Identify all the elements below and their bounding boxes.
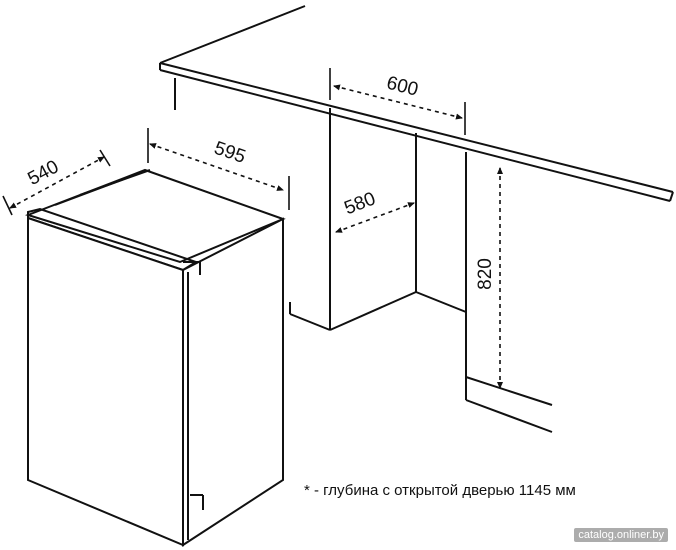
dimension-lines (9, 84, 503, 389)
extension-lines (2, 68, 466, 216)
dim-label-niche-width: 600 (384, 73, 420, 101)
dim-line-width (9, 156, 105, 209)
watermark: catalog.onliner.by (574, 528, 668, 542)
dim-label-niche-height: 820 (475, 258, 496, 290)
dim-line-niche-width (333, 84, 463, 120)
footnote: * - глубина с открытой дверью 1145 мм (304, 482, 576, 499)
dim-line-niche-depth (335, 202, 415, 233)
dim-label-depth: 595 (211, 138, 248, 168)
dim-label-niche-depth: 580 (341, 188, 378, 219)
dim-label-width: 540 (24, 156, 62, 189)
appliance (24, 168, 286, 547)
niche-walls (174, 78, 553, 433)
